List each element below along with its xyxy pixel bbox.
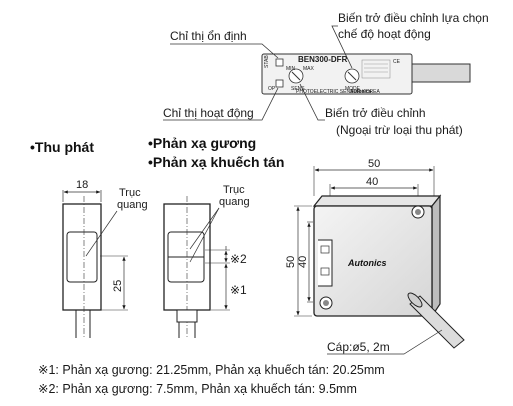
mark-2: ※2: [230, 252, 247, 266]
heading-thu-phat: •Thu phát: [30, 139, 94, 155]
dim-50-side: 50: [285, 256, 297, 268]
mode-selector-label-line1: Biến trở điều chỉnh lựa chọn: [338, 11, 489, 25]
note-1: ※1: Phản xạ gương: 21.25mm, Phản xạ khuế…: [38, 363, 385, 377]
mark-1: ※1: [230, 283, 247, 297]
top-callouts: Chỉ thị ổn định Biến trở điều chỉnh lựa …: [163, 11, 489, 137]
mode-text: MODE: [345, 86, 361, 92]
stability-indicator-led: [275, 58, 284, 67]
heading-phan-xa-khuech-tan: •Phản xạ khuếch tán: [148, 154, 284, 170]
note-2: ※2: Phản xạ gương: 7.5mm, Phản xạ khuếch…: [38, 382, 357, 396]
optical-axis-label-2a: Trục: [223, 184, 245, 196]
front-view-thu-phat: 18 Trục quang 25: [62, 179, 148, 338]
maker-line-text: PHOTOELECTRIC SENSOR KOREA: [296, 89, 380, 95]
heading-phan-xa-guong: •Phản xạ gương: [148, 135, 256, 151]
brand-logo-text: Autonics: [347, 258, 387, 268]
mode-selector-label-line2: chế độ hoạt động: [338, 27, 431, 41]
sensor-top-panel: STAB OP MIN MAX SENS BEN300-DFR MODE CE …: [261, 53, 471, 95]
isometric-view: 50 40 Autonics 50 40 C: [285, 158, 465, 355]
dim-40-top: 40: [366, 176, 378, 188]
dim-50-top: 50: [368, 158, 380, 170]
dim-25: 25: [112, 280, 124, 292]
stab-text: STAB: [264, 55, 270, 68]
maker-brand-text: Autonics: [350, 89, 372, 95]
adjust-knob-label: Biến trở điều chỉnh: [325, 106, 426, 120]
cable-label: Cáp:ø5, 2m: [327, 340, 390, 354]
operation-indicator-led: [275, 79, 284, 88]
optical-axis-label-1b: quang: [117, 199, 148, 211]
optical-axis-label-2b: quang: [219, 196, 250, 208]
front-view-phan-xa: Trục quang ※2 ※1: [163, 184, 250, 338]
dim-18: 18: [76, 179, 88, 191]
except-note-label: (Ngoại trừ loại thu phát): [336, 123, 463, 137]
sens-text: SENS: [291, 86, 305, 92]
max-text: MAX: [303, 66, 315, 72]
min-text: MIN: [286, 66, 296, 72]
stability-indicator-label: Chỉ thị ổn định: [170, 29, 247, 43]
model-text: BEN300-DFR: [298, 55, 348, 64]
operation-indicator-label: Chỉ thị hoạt động: [163, 106, 254, 120]
dim-40-side: 40: [297, 256, 309, 268]
optical-axis-label-1a: Trục: [119, 187, 141, 199]
op-text: OP: [268, 86, 276, 92]
lens-window: [66, 231, 98, 283]
ce-mark: CE: [393, 59, 401, 65]
